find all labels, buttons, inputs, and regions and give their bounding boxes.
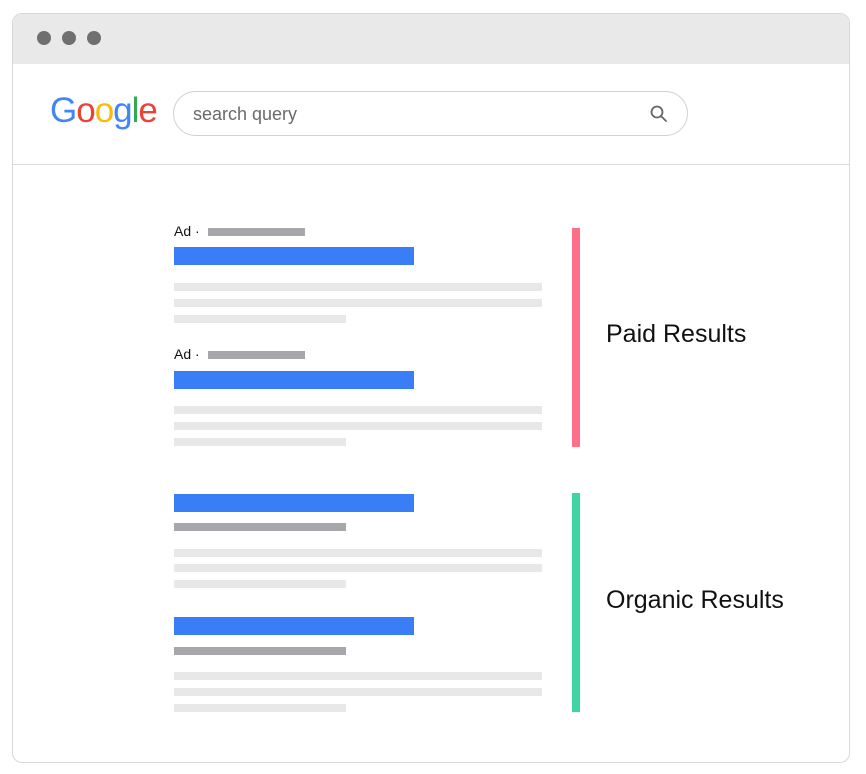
logo-letter: l (131, 91, 140, 130)
search-icon[interactable] (649, 104, 669, 124)
ad-title-placeholder[interactable] (174, 247, 414, 265)
organic-title-placeholder[interactable] (174, 494, 414, 512)
logo-letter: g (113, 91, 132, 130)
window-dot[interactable] (37, 31, 51, 45)
ad-title-placeholder[interactable] (174, 371, 414, 389)
paid-results-label: Paid Results (606, 320, 747, 348)
snippet-line (174, 406, 542, 414)
search-query-text[interactable]: search query (193, 104, 298, 124)
ad-label: Ad · (174, 346, 200, 362)
snippet-line (174, 688, 542, 696)
snippet-line (174, 672, 542, 680)
snippet-line (174, 299, 542, 307)
organic-results-label: Organic Results (606, 586, 784, 614)
ad-url-placeholder (208, 351, 305, 359)
browser-window: Google search query Ad · Ad · Paid Resul… (12, 13, 850, 763)
organic-results-marker (572, 493, 580, 712)
snippet-line (174, 315, 346, 323)
snippet-line (174, 704, 346, 712)
window-dot[interactable] (87, 31, 101, 45)
snippet-line (174, 549, 542, 557)
ad-label: Ad · (174, 223, 200, 239)
snippet-line (174, 564, 542, 572)
logo-letter: o (76, 91, 95, 130)
logo-letter: e (138, 91, 157, 130)
window-dot[interactable] (62, 31, 76, 45)
search-input[interactable]: search query (173, 91, 688, 136)
organic-title-placeholder[interactable] (174, 617, 414, 635)
snippet-line (174, 438, 346, 446)
title-bar (13, 14, 849, 64)
search-header: Google search query (13, 64, 849, 165)
snippet-line (174, 580, 346, 588)
paid-results-marker (572, 228, 580, 447)
logo-letter: o (94, 91, 114, 130)
organic-url-placeholder (174, 647, 346, 655)
ad-url-placeholder (208, 228, 305, 236)
organic-url-placeholder (174, 523, 346, 531)
snippet-line (174, 422, 542, 430)
snippet-line (174, 283, 542, 291)
google-logo[interactable]: Google (50, 91, 158, 131)
logo-letter: G (50, 91, 77, 130)
